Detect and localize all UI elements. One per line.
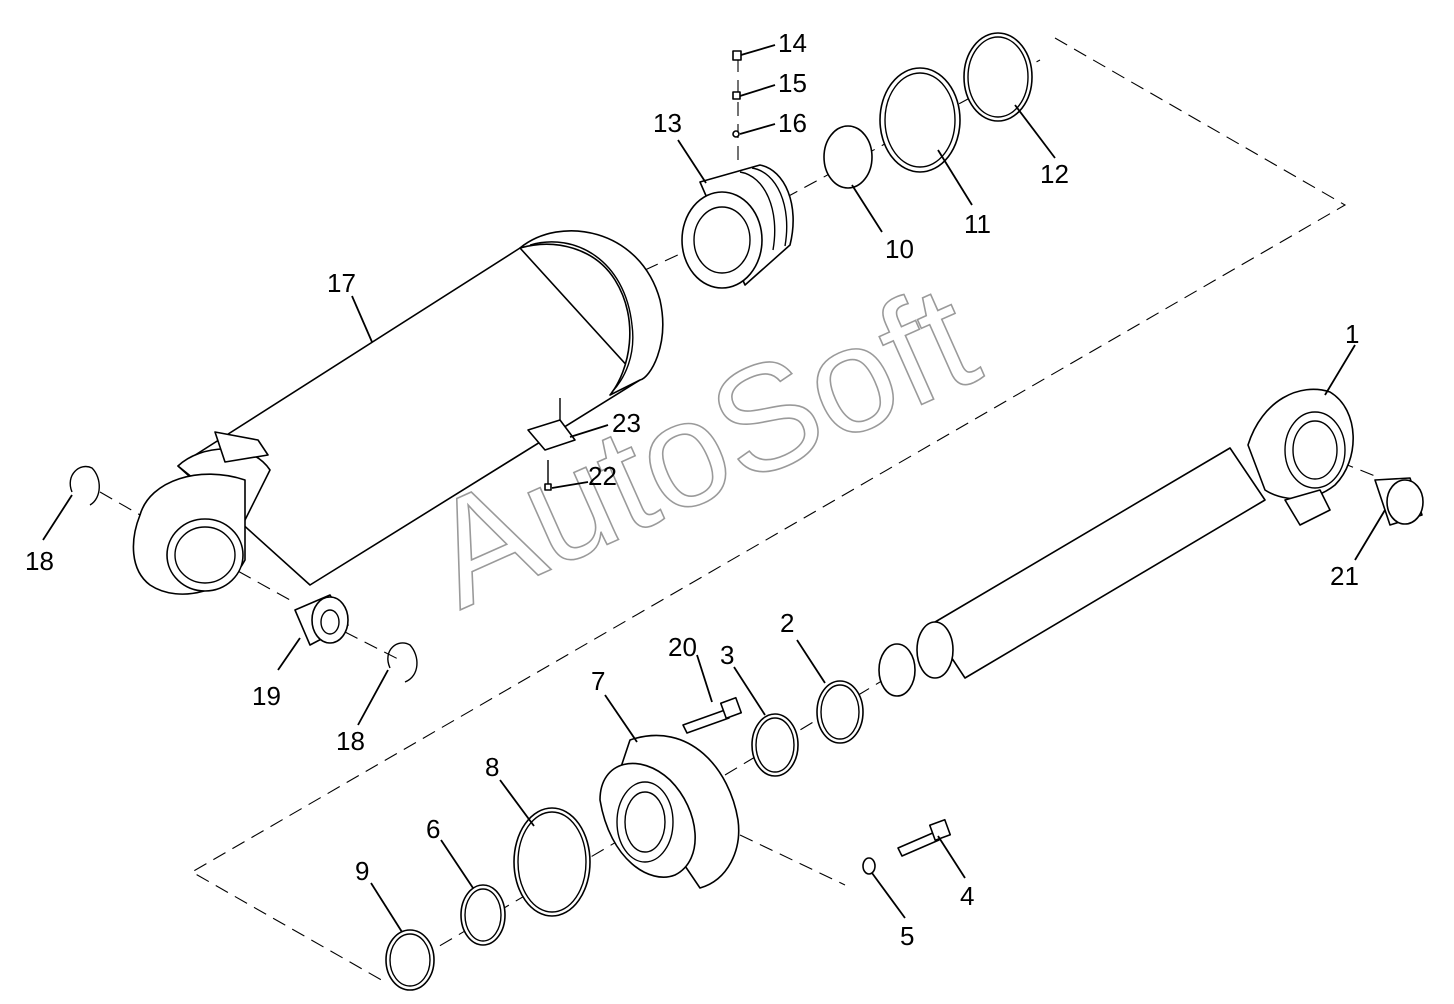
callout-4: 4 <box>960 881 974 911</box>
callout-5: 5 <box>900 921 914 951</box>
callout-14: 14 <box>778 28 807 58</box>
parts-19-21-bushings <box>294 477 1424 646</box>
callout-20: 20 <box>668 632 697 662</box>
callout-7: 7 <box>591 666 605 696</box>
callout-15: 15 <box>778 68 807 98</box>
assembly-boundary <box>190 37 1347 983</box>
callout-9: 9 <box>355 856 369 886</box>
callout-23: 23 <box>612 408 641 438</box>
parts-2-3-6-8-9-rings <box>385 680 864 991</box>
parts-14-15-16-fittings <box>732 50 742 138</box>
part-13-piston <box>681 164 794 289</box>
callout-18-lower: 18 <box>336 726 365 756</box>
callout-11: 11 <box>964 209 991 239</box>
callout-3: 3 <box>720 640 734 670</box>
callout-2: 2 <box>780 608 794 638</box>
parts-4-5-20-bolts <box>682 696 952 875</box>
callout-19: 19 <box>252 681 281 711</box>
callout-18-left: 18 <box>25 546 54 576</box>
callout-16: 16 <box>778 108 807 138</box>
callout-17: 17 <box>327 268 356 298</box>
callout-10: 10 <box>885 234 914 264</box>
part-1-piston-rod <box>878 388 1354 697</box>
part-7-gland <box>599 734 740 889</box>
callout-8: 8 <box>485 752 499 782</box>
parts-10-11-12-rings <box>823 32 1033 189</box>
leader-lines <box>42 44 1386 933</box>
callout-1: 1 <box>1345 319 1359 349</box>
callout-21: 21 <box>1330 561 1359 591</box>
parts-18-snap-rings <box>69 465 418 683</box>
callout-22: 22 <box>588 461 617 491</box>
part-17-cylinder-barrel <box>132 230 664 595</box>
callout-labels: 1 2 3 4 5 6 7 8 9 10 11 12 13 14 15 16 1… <box>25 28 1359 951</box>
callout-12: 12 <box>1040 159 1069 189</box>
callout-6: 6 <box>426 814 440 844</box>
parts-22-23-bracket <box>544 460 552 491</box>
callout-13: 13 <box>653 108 682 138</box>
